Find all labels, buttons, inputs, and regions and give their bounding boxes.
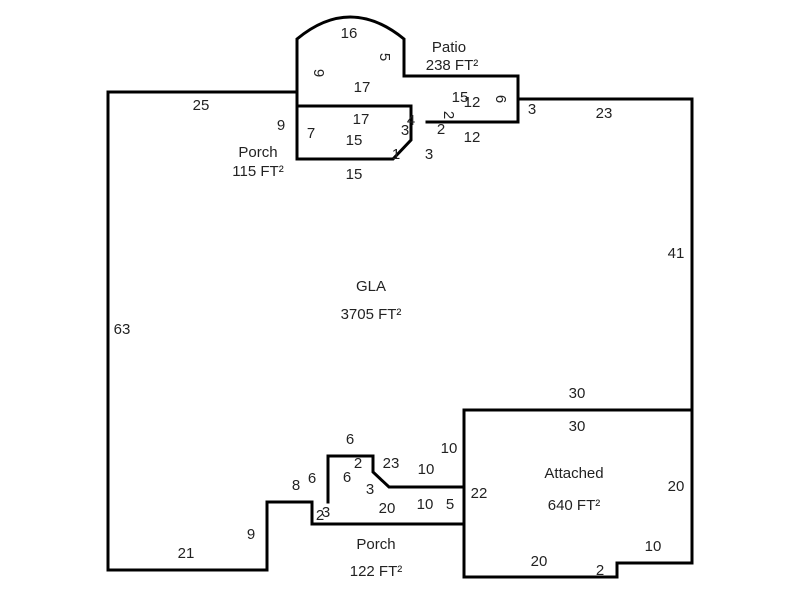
dim-gla-bottom-left: 21	[178, 545, 195, 562]
dim-porch-top-notch-outer: 3	[425, 146, 433, 163]
porch-top-name: Porch	[238, 144, 277, 161]
dim-attached-left: 22	[471, 485, 488, 502]
dim-porch-bottom-left-top: 6	[343, 469, 351, 486]
dim-gla-upper-porch-side: 9	[277, 117, 285, 134]
dim-gla-left: 63	[114, 321, 131, 338]
dim-gla-bump-ledge: 10	[418, 461, 435, 478]
dim-porch-bottom-bottom: 20	[379, 500, 396, 517]
dim-attached-bottom: 20	[531, 553, 548, 570]
dim-patio-inner-right: 12	[464, 94, 481, 111]
dim-gla-bump-top: 6	[346, 431, 354, 448]
dim-patio-inner-top: 15	[452, 89, 469, 106]
dim-gla-porch-gap-right: 3	[528, 101, 536, 118]
dim-patio-middle: 17	[354, 79, 371, 96]
patio-outline	[295, 15, 520, 124]
dim-attached-notch-right: 10	[645, 538, 662, 555]
dim-porch-top-left: 7	[307, 125, 315, 142]
porch-bottom-outline	[310, 454, 466, 526]
dim-porch-top-right: 4	[407, 112, 415, 129]
dim-attached-top: 30	[569, 418, 586, 435]
dim-patio-right: 6	[492, 95, 509, 103]
dim-porch-bottom-diag: 3	[366, 481, 374, 498]
dim-porch-bottom-top-small: 2	[354, 455, 362, 472]
dim-patio-arc: 16	[341, 25, 358, 42]
dim-porch-top-diag: 3	[401, 122, 409, 139]
dim-attached-notch: 2	[596, 562, 604, 579]
dim-gla-bump-side: 6	[308, 470, 316, 487]
dim-patio-left: 9	[310, 69, 327, 77]
dim-gla-step-horizontal: 8	[292, 477, 300, 494]
patio-area: 238 FT²	[426, 57, 479, 74]
attached-outline	[462, 408, 694, 579]
porch-top-outline	[295, 104, 413, 161]
gla-outline	[106, 90, 694, 572]
dim-porch-bottom-right: 5	[446, 496, 454, 513]
dim-porch-bottom-right-lower: 10	[417, 496, 434, 513]
dim-porch-bottom-left-step: 2	[316, 507, 324, 524]
dim-gla-top-left: 25	[193, 97, 210, 114]
dim-gla-attached-left: 10	[441, 440, 458, 457]
porch-top-area: 115 FT²	[232, 163, 283, 180]
dim-patio-arc-side: 5	[376, 53, 393, 61]
dim-patio-bottom: 12	[464, 129, 481, 146]
porch-bottom-name: Porch	[356, 536, 395, 553]
gla-name: GLA	[356, 278, 386, 295]
dim-porch-top-bottom: 15	[346, 132, 363, 149]
dim-gla-bump-diag: 23	[383, 455, 400, 472]
patio-name: Patio	[432, 39, 466, 56]
porch-bottom-area: 122 FT²	[350, 563, 403, 580]
dim-attached-right: 20	[668, 478, 685, 495]
dim-patio-small-horizontal: 2	[437, 121, 445, 138]
attached-name: Attached	[544, 465, 603, 482]
dim-gla-attached-top: 30	[569, 385, 586, 402]
attached-area: 640 FT²	[548, 497, 601, 514]
dim-patio-small-vertical: 2	[440, 111, 457, 119]
dim-porch-top-top: 17	[353, 111, 370, 128]
gla-area: 3705 FT²	[341, 306, 402, 323]
dim-porch-top-notch: 1	[392, 146, 400, 163]
dim-gla-top-right: 23	[596, 105, 613, 122]
dim-gla-bump-small: 3	[322, 504, 330, 521]
dim-gla-upper-porch-bottom: 15	[346, 166, 363, 183]
dim-gla-step-vertical: 9	[247, 526, 255, 543]
dim-gla-right: 41	[668, 245, 685, 262]
